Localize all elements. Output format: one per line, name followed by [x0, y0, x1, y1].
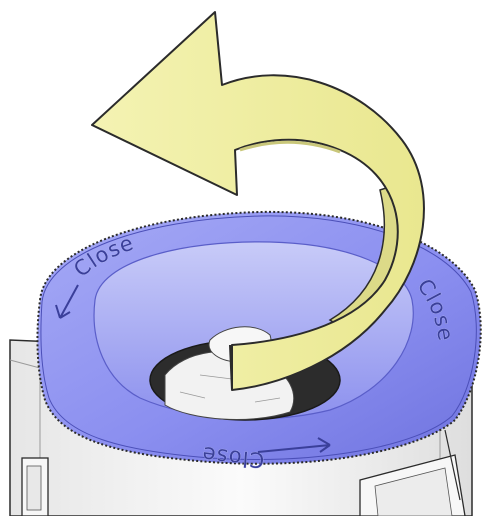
left-clip — [22, 458, 48, 516]
